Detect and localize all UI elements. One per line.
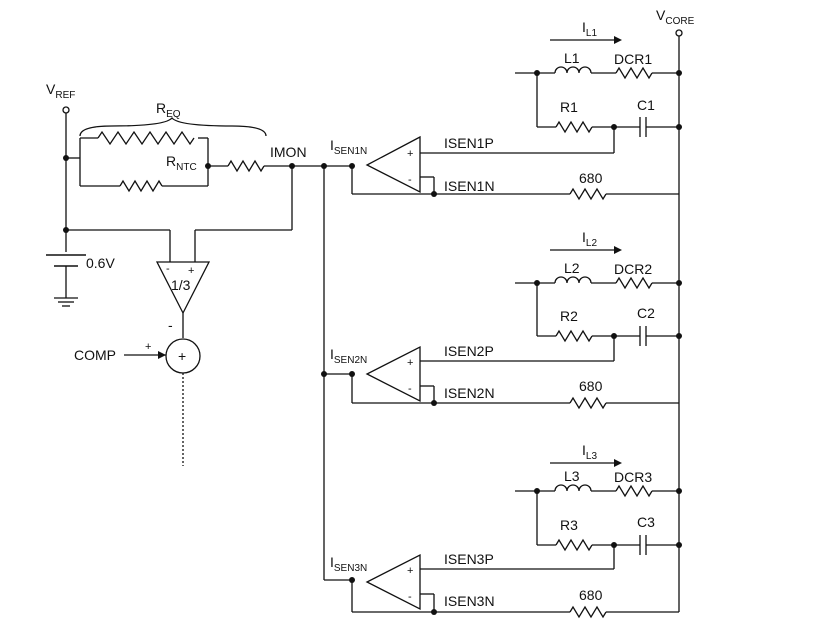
- c-label: C3: [637, 514, 655, 530]
- phase-current-label: IL2: [582, 229, 597, 249]
- inductor-label: L2: [564, 260, 580, 276]
- sense-amplifier: [365, 345, 421, 403]
- dcr-label: DCR3: [614, 469, 652, 485]
- dcr-resistor: [615, 484, 653, 498]
- isenp-label: ISEN2P: [444, 343, 494, 359]
- r-label: R1: [560, 99, 578, 115]
- amp-plus: +: [407, 148, 413, 160]
- amp-minus: -: [408, 174, 412, 186]
- inductor: [554, 66, 592, 74]
- resistor-bottom: [119, 179, 163, 193]
- inductor: [554, 276, 592, 284]
- vref-label: VREF: [46, 81, 75, 101]
- c-label: C1: [637, 97, 655, 113]
- phase-current-label: IL1: [582, 19, 597, 39]
- amp-plus: +: [407, 565, 413, 577]
- imon-label: IMON: [270, 144, 307, 160]
- amp-plus: +: [407, 357, 413, 369]
- sense-resistor: [555, 120, 593, 134]
- isen-label: ISEN3N: [330, 554, 367, 574]
- res-label: 680: [579, 378, 603, 394]
- buffer-minus: -: [166, 263, 170, 275]
- summing-plus: +: [178, 348, 186, 364]
- comp-label: COMP: [74, 347, 116, 363]
- isen-label: ISEN1N: [330, 137, 367, 157]
- res-label: 680: [579, 170, 603, 186]
- amp-minus: -: [408, 383, 412, 395]
- filter-resistor: [569, 605, 607, 619]
- dcr-resistor: [615, 66, 653, 80]
- phase-2: IL2 L2 DCR2 R2 C2 ISEN2P ISEN2N + - ISEN…: [321, 229, 682, 410]
- isenn-label: ISEN1N: [444, 178, 495, 194]
- isenp-label: ISEN3P: [444, 551, 494, 567]
- isen-label: ISEN2N: [330, 346, 367, 366]
- sense-amplifier: [365, 553, 421, 611]
- c-label: C2: [637, 305, 655, 321]
- gain-label: 1/3: [171, 277, 191, 293]
- filter-resistor: [569, 396, 607, 410]
- phase-1: IL1 L1 DCR1 R1 C1 ISEN1P ISEN1N + - ISEN…: [330, 19, 682, 201]
- gain-buffer: [155, 261, 211, 315]
- phase-current-label: IL3: [582, 442, 597, 462]
- r-label: R2: [560, 308, 578, 324]
- summer-minus: -: [168, 317, 173, 333]
- sense-resistor: [555, 329, 593, 343]
- sense-resistor: [555, 538, 593, 552]
- amp-minus: -: [408, 591, 412, 603]
- buffer-plus: +: [188, 265, 194, 277]
- phase-3: IL3 L3 DCR3 R3 C3 ISEN3P ISEN3N + - ISEN…: [324, 442, 682, 619]
- imon-network: VREF REQ RNTC IMON: [46, 81, 352, 466]
- vcore-label: VCORE: [656, 7, 695, 27]
- rntc-label: RNTC: [166, 153, 197, 173]
- dcr-resistor: [615, 276, 653, 290]
- dcr-label: DCR1: [614, 51, 652, 67]
- comp-plus: +: [145, 341, 151, 353]
- req-brace: [79, 117, 267, 137]
- battery-voltage-label: 0.6V: [86, 255, 115, 271]
- inductor: [554, 484, 592, 492]
- filter-resistor: [569, 187, 607, 201]
- inductor-label: L3: [564, 468, 580, 484]
- inductor-label: L1: [564, 50, 580, 66]
- vref-terminal: [62, 106, 70, 114]
- dcr-label: DCR2: [614, 261, 652, 277]
- r-label: R3: [560, 517, 578, 533]
- isenn-label: ISEN2N: [444, 385, 495, 401]
- resistor-top: [97, 130, 195, 146]
- res-label: 680: [579, 587, 603, 603]
- isenn-label: ISEN3N: [444, 593, 495, 609]
- resistor-rntc: [227, 159, 265, 173]
- req-label: REQ: [156, 100, 181, 120]
- isenp-label: ISEN1P: [444, 135, 494, 151]
- sense-amplifier: [365, 135, 421, 194]
- vcore-rail: VCORE: [656, 7, 695, 612]
